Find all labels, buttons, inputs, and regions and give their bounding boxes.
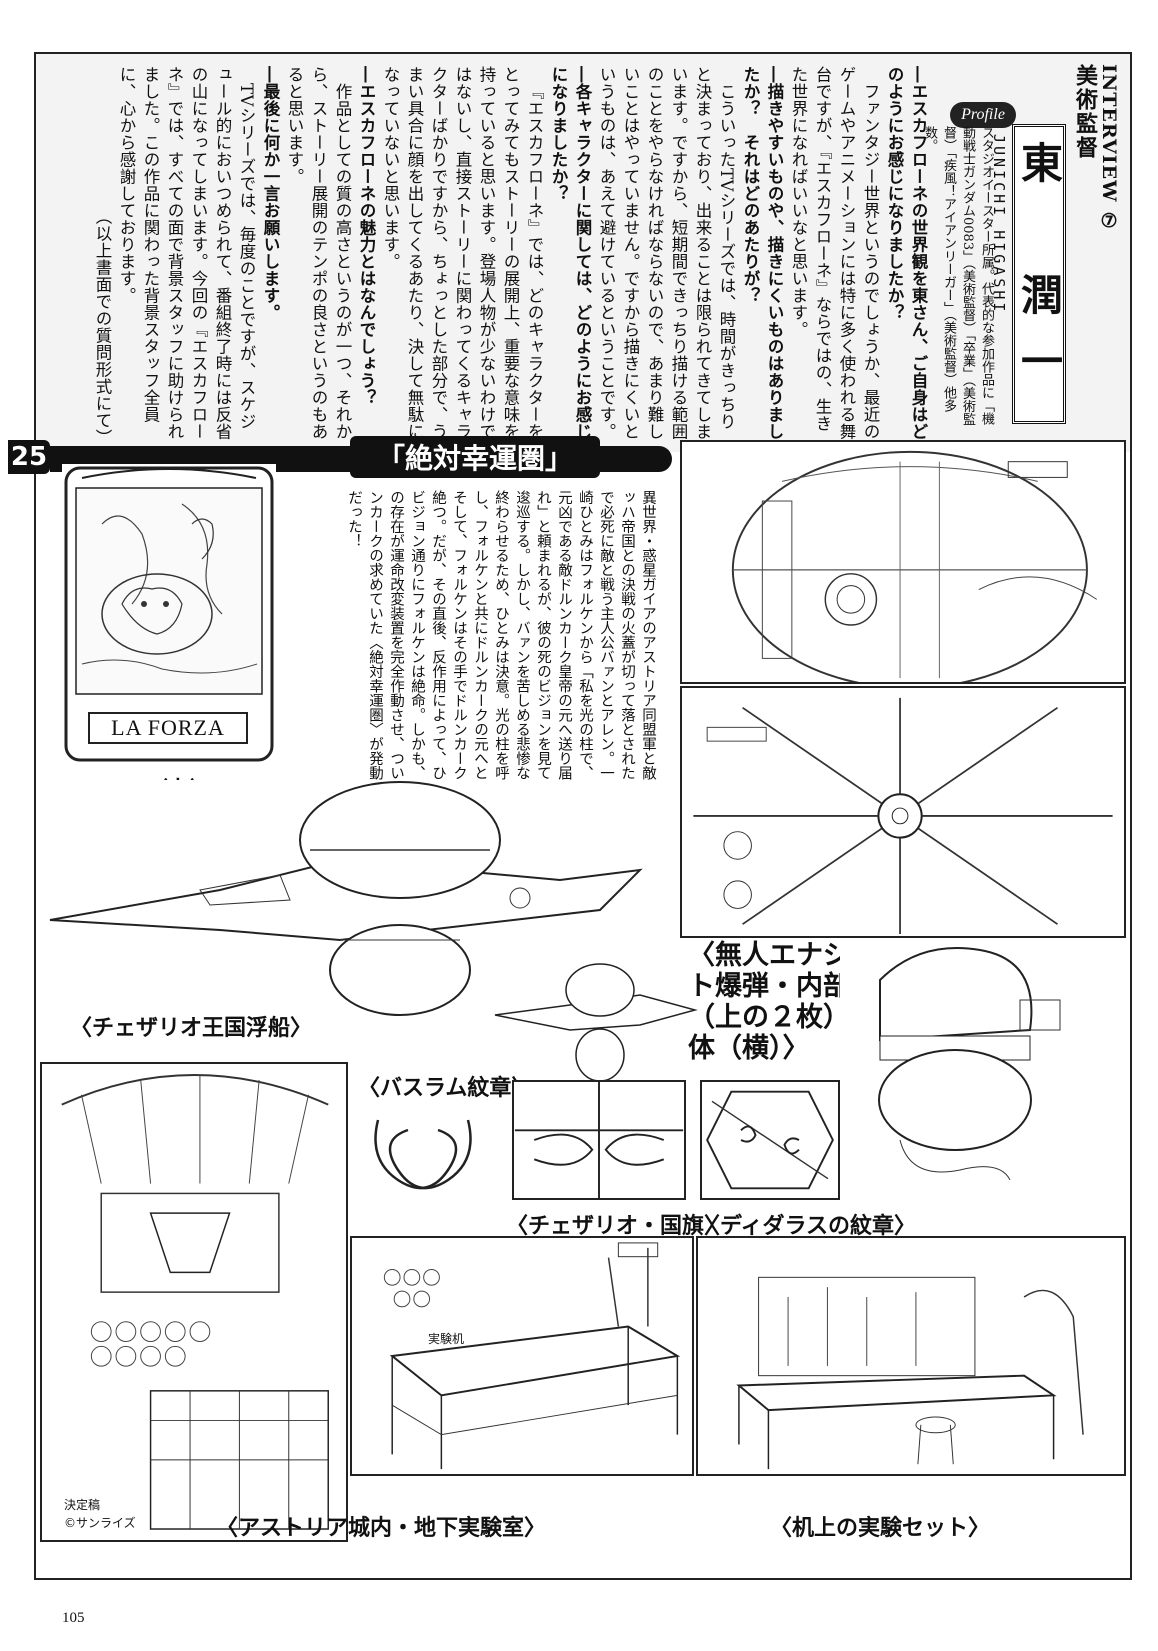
interview-answer: ファンタジー世界というのでしょうか、最近のゲームやアニメーションには特に多く使わ… <box>789 66 880 440</box>
caption-ship: 〈チェザリオ王国浮船〉 <box>70 1016 313 1041</box>
interview-label: INTERVIEW ⑦ <box>1098 64 1120 234</box>
interview-question: ―各キャラクターに関しては、どのようにお感じになりましたか？ <box>549 66 592 440</box>
story-text: 異世界・惑星ガイアのアストリア同盟軍と敵ザイバッハ帝国との決戦の火蓋が切って落と… <box>346 490 656 824</box>
desk-drawing <box>736 1276 1084 1470</box>
caption-bomb: 〈無人エナジスト爆弾・内部（上の２枚）全体（横）〉 <box>688 940 877 1064</box>
lab-table-image: 実験机 <box>350 1236 694 1476</box>
page-number: 105 <box>62 1610 85 1626</box>
bomb-full-image <box>840 940 1100 1180</box>
name-box: 東 潤一 <box>1012 124 1066 424</box>
ship-drawing <box>49 781 643 1016</box>
card-label: LA FORZA <box>88 712 248 744</box>
interview-header: INTERVIEW ⑦ 美術監督 東 潤一 Profile JUNICHI HI… <box>948 64 1120 444</box>
caption-didaras: 〈ディダラスの紋章〉 <box>698 1214 917 1239</box>
didaras-emblem-drawing <box>706 1090 834 1190</box>
caption-flag: 〈チェザリオ・国旗〉 <box>506 1214 727 1239</box>
bomb-interior-drawing-2 <box>693 697 1113 935</box>
lab-interior-drawing <box>61 1074 329 1530</box>
interview-question: ―描きやすいものや、描きにくいものはありましたか？ それはどのあたりが？ <box>741 66 784 440</box>
note-copyright: ©サンライズ <box>64 1516 136 1530</box>
section-title: 「絶対幸運圏」 <box>350 436 600 478</box>
bomb-interior-image-1 <box>680 440 1126 684</box>
ship-small-drawing <box>494 963 698 1082</box>
cesario-flag-image <box>512 1080 686 1200</box>
interview-answer: こういったTVシリーズでは、時間がきっちりと決まっており、出来ることは限られてき… <box>597 66 736 440</box>
page-frame <box>34 52 1132 1580</box>
interview-answer: TVシリーズでは、毎度のことですが、スケジュール的においつめられて、番組終了時に… <box>117 66 256 440</box>
bomb-interior-image-2 <box>680 686 1126 938</box>
lab-interior-image: 決定稿 ©サンライズ <box>40 1062 348 1542</box>
desk-image <box>696 1236 1126 1476</box>
note-lab-table: 実験机 <box>428 1332 465 1346</box>
interview-question: ―最後に何か一言お願いします。 <box>261 66 280 321</box>
basram-emblem-drawing <box>374 1119 472 1190</box>
bomb-interior-drawing-1 <box>731 450 1098 682</box>
note-final: 決定稿 <box>64 1498 101 1512</box>
interview-answer: 『エスカフローネ』では、どのキャラクターをとってみてもストーリーの展開上、重要な… <box>381 66 544 440</box>
section-number: 25 <box>8 440 50 474</box>
interview-answer: （以上書面での質問形式にて） <box>93 208 112 446</box>
profile-text: スタジオイースター所属。代表的な参加作品に「機動戦士ガンダム0083」（美術監督… <box>922 126 994 426</box>
tarot-card-drawing <box>64 466 274 762</box>
interview-panel: INTERVIEW ⑦ 美術監督 東 潤一 Profile JUNICHI HI… <box>36 54 1130 452</box>
person-name: 東 潤一 <box>1014 141 1064 405</box>
didaras-emblem-image <box>700 1080 840 1200</box>
tarot-card-image: LA FORZA <box>62 464 276 764</box>
profile-badge: Profile <box>950 102 1016 128</box>
cesario-flag-drawing <box>514 1082 684 1198</box>
interview-question: ―エスカフローネの世界観を東さん、ご自身はどのようにお感じになりましたか？ <box>885 66 928 440</box>
interview-question: ―エスカフローネの魅力とはなんでしょう？ <box>357 66 376 406</box>
ship-image <box>40 780 680 1020</box>
name-romaji: JUNICHI HIGASHI <box>990 134 1008 315</box>
interview-body: ―エスカフローネの世界観を東さん、ご自身はどのようにお感じになりましたか？ファン… <box>50 66 930 446</box>
bomb-full-drawing <box>878 947 1061 1180</box>
interview-answer: 作品としての質の高さというのが一つ、それから、ストーリー展開のテンポの良さという… <box>285 66 352 440</box>
lab-table-drawing <box>383 1242 681 1470</box>
caption-basram: 〈バスラム紋章〉 <box>358 1076 534 1101</box>
caption-lab: 〈アストリア城内・地下実験室〉 <box>216 1516 547 1541</box>
basram-emblem-image <box>358 1100 488 1220</box>
role-title: 美術監督 <box>1072 64 1098 160</box>
caption-desk: 〈机上の実験セット〉 <box>770 1516 991 1541</box>
